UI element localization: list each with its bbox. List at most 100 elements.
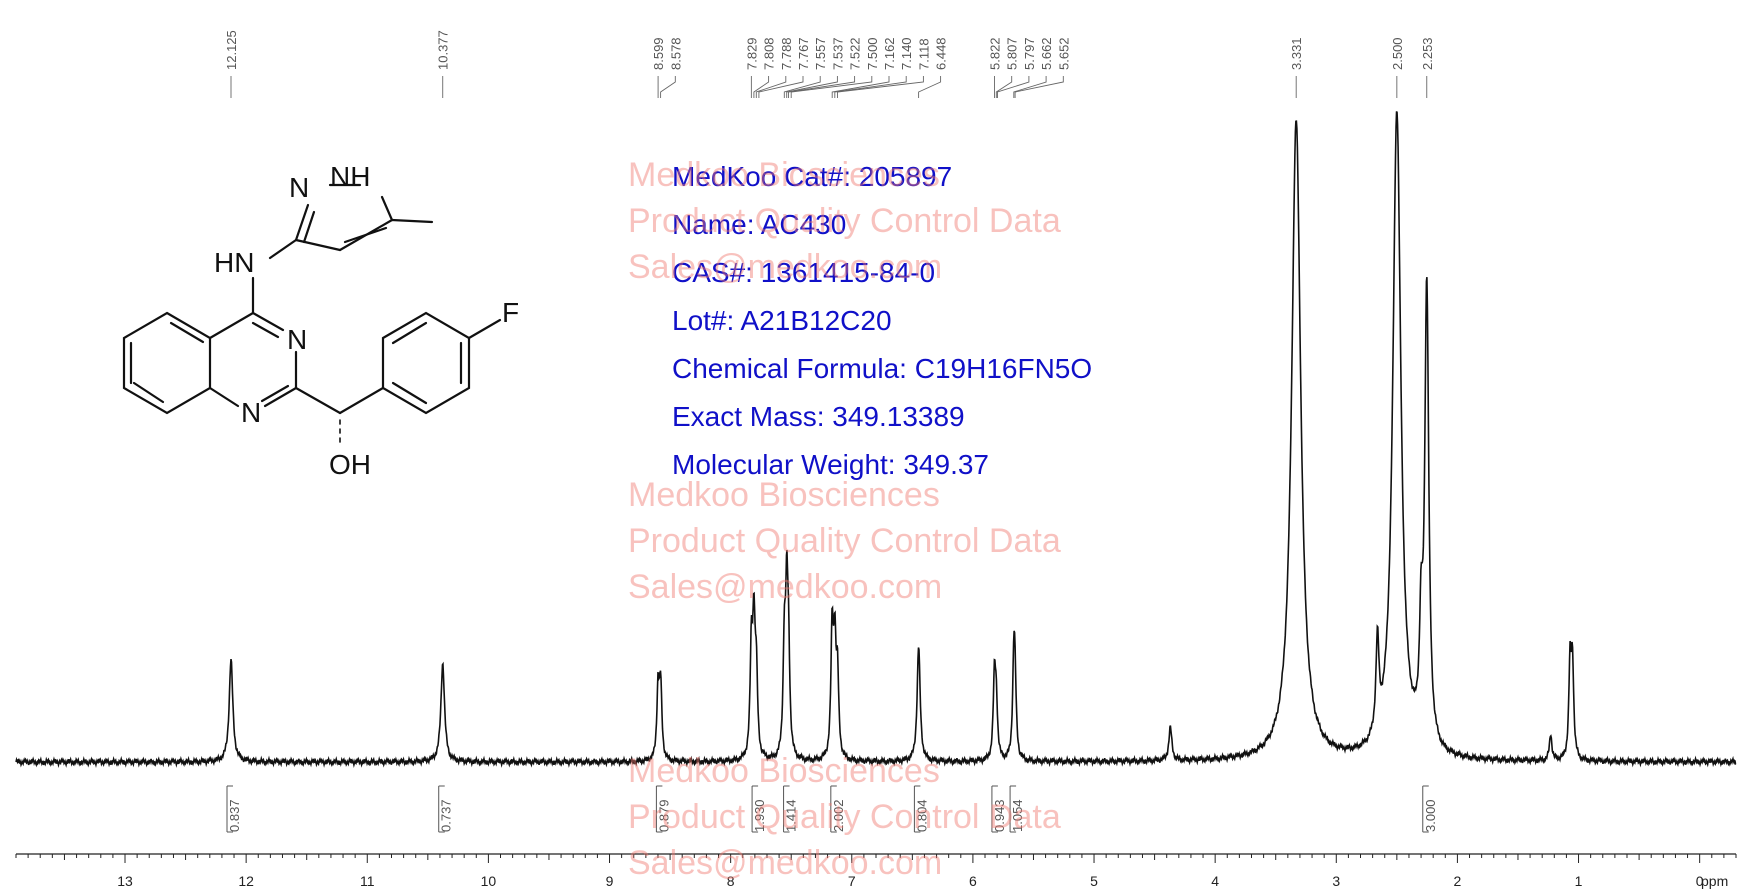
chemical-formula: Chemical Formula: C19H16FN5O (672, 353, 1093, 384)
spectrum-trace (15, 111, 1737, 769)
axis-tick-label: 9 (606, 873, 614, 889)
peak-shift-label: 5.807 (1005, 37, 1020, 70)
integral-value-label: 1.414 (784, 799, 799, 832)
bond (343, 226, 388, 244)
benzene-ring (122, 311, 212, 415)
peak-shift-label: 5.662 (1039, 37, 1054, 70)
peak-shift-label: 7.537 (830, 37, 845, 70)
watermark-line: Sales@medkoo.com (628, 248, 943, 286)
watermark-middle: Medkoo Biosciences Product Quality Contr… (628, 472, 1061, 610)
axis-tick-label: 11 (360, 873, 375, 889)
bond (338, 386, 385, 415)
bond (391, 381, 428, 405)
atom-label-oh: OH (329, 449, 371, 480)
lot-number: Lot#: A21B12C20 (672, 305, 892, 336)
peak-shift-label: 10.377 (436, 30, 451, 70)
molecular-weight: Molecular Weight: 349.37 (672, 449, 989, 480)
peak-shift-label: 7.788 (779, 37, 794, 70)
cas-number: CAS#: 1361415-84-0 (672, 257, 936, 288)
peak-shift-label: 7.140 (899, 37, 914, 70)
peak-shift-label: 8.599 (651, 37, 666, 70)
axis-tick-label: 6 (969, 873, 977, 889)
watermark-line: Sales@medkoo.com (628, 568, 943, 606)
atom-label-n: N (287, 324, 307, 355)
integral-value-label: 0.804 (914, 799, 929, 832)
bond (263, 386, 298, 408)
axis-tick-label: 4 (1211, 873, 1219, 889)
bond (251, 321, 280, 339)
peak-shift-label: 8.578 (668, 37, 683, 70)
axis-tick-label: 13 (117, 873, 133, 889)
watermark-line: Product Quality Control Data (628, 798, 1061, 836)
bond (251, 311, 285, 332)
axis-tick-label: 8 (727, 873, 735, 889)
bond (294, 386, 342, 415)
axis-tick-label: 7 (848, 873, 856, 889)
atom-label-n: N (289, 172, 309, 203)
watermark-line: Medkoo Biosciences (628, 752, 940, 790)
peak-label-leader (786, 76, 838, 98)
watermark-bottom: Medkoo Biosciences Product Quality Contr… (628, 748, 1061, 886)
peak-shift-label: 2.253 (1420, 37, 1435, 70)
peak-label-leader (1014, 76, 1064, 98)
peak-shift-label: 12.125 (224, 30, 239, 70)
bond (268, 238, 298, 260)
peak-label-leader (995, 76, 1013, 98)
peak-shift-label: 7.500 (865, 37, 880, 70)
atom-label-n: N (241, 397, 261, 428)
peak-label-leader (837, 76, 924, 98)
integral-value-label: 0.879 (656, 799, 671, 832)
peak-label-leader (758, 76, 804, 98)
peak-label-leader (1013, 76, 1047, 98)
axis-tick-label: 12 (238, 873, 254, 889)
axis-tick-label: 5 (1090, 873, 1098, 889)
bond (260, 384, 290, 403)
peak-shift-label: 7.162 (882, 37, 897, 70)
axis-tick-label: 3 (1332, 873, 1340, 889)
peak-shift-label: 7.808 (762, 37, 777, 70)
peak-label-leader (790, 76, 873, 98)
bond (380, 195, 394, 222)
integral-value-label: 2.002 (831, 799, 846, 832)
peak-label-leader (755, 76, 787, 98)
product-info-block: MedKoo Cat#: 205897 Name: AC430 CAS#: 13… (672, 153, 1092, 489)
watermark-line: Medkoo Biosciences (628, 476, 940, 514)
peak-label-leader (918, 76, 942, 98)
peak-shift-label: 7.522 (848, 37, 863, 70)
bond (390, 218, 434, 224)
peak-shift-label: 2.500 (1390, 37, 1405, 70)
axis-tick-label: 10 (481, 873, 497, 889)
bond (302, 210, 316, 244)
peak-label-leader (753, 76, 770, 98)
peak-label-leader (783, 76, 821, 98)
atom-label-f: F (502, 297, 519, 328)
axis-tick-label: 1 (1575, 873, 1583, 889)
peak-shift-label: 7.557 (813, 37, 828, 70)
bond (294, 238, 342, 252)
integral-value-label: 3.000 (1423, 799, 1438, 832)
peak-label-leader (831, 76, 890, 98)
peak-label-leader (788, 76, 856, 98)
integral-value-label: 0.943 (992, 799, 1007, 832)
peak-shift-label: 6.448 (934, 37, 949, 70)
bond (132, 381, 165, 404)
watermark-line: Sales@medkoo.com (628, 844, 943, 882)
bond (208, 311, 255, 340)
integral-value-label: 0.737 (439, 799, 454, 832)
watermark-line: Product Quality Control Data (628, 202, 1061, 240)
watermark-line: Medkoo Biosciences (628, 156, 940, 194)
atom-labels: N NH HN N N F OH (214, 161, 519, 480)
peak-shift-label: 7.767 (796, 37, 811, 70)
integral-value-label: 0.837 (227, 799, 242, 832)
peak-shift-label: 7.829 (744, 37, 759, 70)
bond (169, 321, 205, 344)
watermark-line: Product Quality Control Data (628, 522, 1061, 560)
bond (208, 386, 240, 408)
integral-value-label: 1.054 (1010, 799, 1025, 832)
bond (391, 321, 428, 345)
catalog-number: MedKoo Cat#: 205897 (672, 161, 953, 192)
